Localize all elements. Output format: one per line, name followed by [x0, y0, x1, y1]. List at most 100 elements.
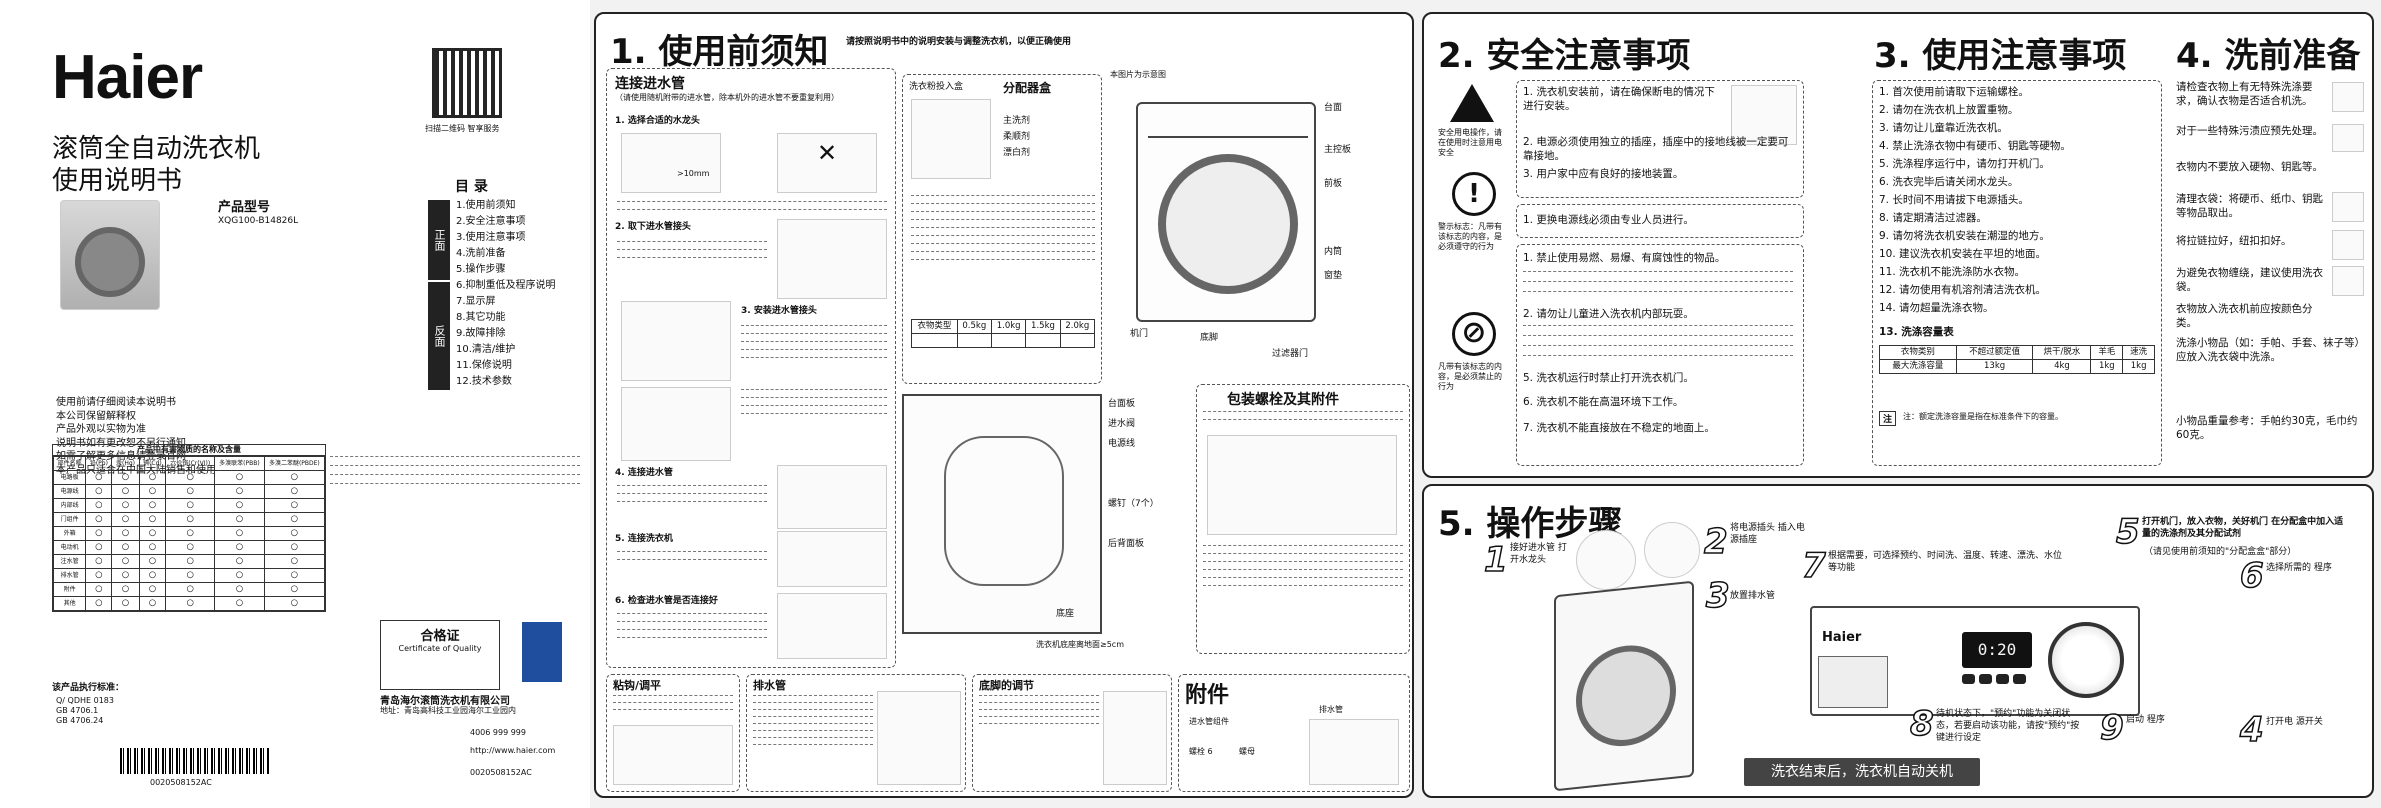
usage-item: 2. 请勿在洗衣机上放置重物。: [1879, 104, 2019, 116]
toc-item[interactable]: 8.其它功能: [456, 312, 506, 323]
label-icon: [2332, 82, 2364, 112]
section1-panel: 1. 使用前须知 请按照说明书中的说明安装与调整洗衣机，以便正确使用 连接进水管…: [594, 12, 1414, 798]
step3: 3. 安装进水管接头: [741, 306, 817, 316]
qr-code: [432, 48, 502, 118]
toc-item[interactable]: 6.抑制重低及程序说明: [456, 280, 556, 291]
panel-button[interactable]: [1996, 674, 2009, 684]
dispenser-title: 分配器盒: [1003, 81, 1052, 95]
rear-label: 进水阀: [1108, 419, 1136, 429]
hazard-title: 产品中有害物质的名称及含量: [53, 445, 325, 456]
company-name: 青岛海尔滚筒洗衣机有限公司: [380, 696, 510, 707]
accessory-item: 排水管: [1319, 705, 1343, 714]
standard-item: GB 4706.1: [56, 706, 99, 715]
hazard-col: 部件名称: [52, 456, 87, 471]
capacity-table: 衣物类别 不超过额定值 烘干/脱水 羊毛 速洗 最大洗涤容量 13kg 4kg …: [1879, 345, 2155, 374]
prep-item: 对于一些特殊污渍应预先处理。: [2176, 125, 2323, 137]
step-text: 启动 程序: [2126, 715, 2165, 725]
plug-illustration: [1731, 85, 1797, 145]
panel-button[interactable]: [1979, 674, 1992, 684]
barcode: [120, 748, 270, 774]
accessories-illustration: [1309, 719, 1399, 785]
must-text: 警示标志：凡带有该标志的内容，是必须遵守的行为: [1438, 222, 1502, 251]
panel-button[interactable]: [2013, 674, 2026, 684]
product-code: 0020508152AC: [470, 768, 532, 777]
standard-item: Q/ QDHE 0183: [56, 696, 114, 705]
usage-item: 8. 请定期清洁过滤器。: [1879, 212, 1987, 224]
note-badge: 注: [1879, 411, 1897, 426]
connector-parts-illustration: [621, 301, 731, 381]
hazard-col: 六价铬(Cr(VI)): [165, 456, 216, 471]
cover-panel: Haier 滚筒全自动洗衣机 使用说明书 产品型号 XQG100-B14826L…: [0, 0, 590, 808]
hazard-col: 多溴二苯醚(PBDE): [263, 456, 326, 471]
prep-item: 小物品重量参考：手帕约30克，毛巾约60克。: [2176, 415, 2358, 441]
panel-button[interactable]: [1962, 674, 1975, 684]
hazard-row: 附件: [52, 582, 87, 597]
bolts-box: 包装螺栓及其附件: [1196, 384, 1410, 654]
toc-item[interactable]: 10.清洁/维护: [456, 344, 516, 355]
toc-item[interactable]: 1.使用前须知: [456, 200, 516, 211]
usage-item: 1. 首次使用前请取下运输螺栓。: [1879, 86, 2029, 98]
hazard-row: 电源线: [52, 484, 87, 499]
leveling-illustration: [613, 725, 733, 785]
toc-item[interactable]: 12.技术参数: [456, 376, 512, 387]
connect-hose-illustration: [777, 465, 887, 529]
toc-item[interactable]: 3.使用注意事项: [456, 232, 526, 243]
amount-table: 衣物类型 0.5kg 1.0kg 1.5kg 2.0kg: [911, 319, 1096, 348]
toc-item[interactable]: 9.故障排除: [456, 328, 506, 339]
exclamation-icon: !: [1452, 172, 1496, 216]
section2-title: 2. 安全注意事项: [1438, 36, 1691, 76]
note-item: 说明书如有更改恕不另行通知: [56, 437, 186, 449]
note-item: 产品外观以实物为准: [56, 424, 146, 435]
hazard-col: 汞(Hg): [111, 456, 140, 471]
hazard-row: 内部线: [52, 498, 87, 513]
drawer: [1818, 656, 1888, 708]
check-hose-illustration: [777, 593, 887, 659]
model-number: XQG100-B14826L: [218, 216, 299, 226]
washer-front-illustration: [1136, 102, 1316, 322]
usage-item: 12. 请勿使用有机溶剂清洁洗衣机。: [1879, 284, 2047, 296]
part-label: 主控板: [1324, 145, 1352, 155]
step-text: 选择所需的 程序: [2266, 563, 2332, 573]
note-item: 使用前请仔细阅读本说明书: [56, 397, 176, 408]
step-number: 9: [2099, 707, 2124, 749]
hazard-col: 铅(Pb): [85, 456, 113, 471]
toc-item[interactable]: 11.保修说明: [456, 360, 512, 371]
feet-illustration: [1103, 691, 1167, 785]
prep-column: 请检查衣物上有无特殊洗涤要求，确认衣物是否适合机洗。 对于一些特殊污渍应预先处理…: [2176, 80, 2366, 470]
washer-step-illustration: [1554, 580, 1694, 792]
prep-item: 将拉链拉好，纽扣扣好。: [2176, 235, 2292, 247]
hazard-row: 注水管: [52, 554, 87, 569]
standard-title: 该产品执行标准：: [52, 683, 125, 693]
plug-step-illustration: [1644, 522, 1700, 578]
connector-illustration: [777, 219, 887, 299]
toc-item[interactable]: 7.显示屏: [456, 296, 496, 307]
program-knob[interactable]: [2048, 622, 2124, 698]
company-website[interactable]: http://www.haier.com: [470, 746, 556, 755]
usage-item: 6. 洗衣完毕后请关闭水龙头。: [1879, 176, 2019, 188]
toc-list: 1.使用前须知 2.安全注意事项 3.使用注意事项 4.洗前准备 5.操作步骤 …: [456, 198, 586, 390]
toc-title: 目 录: [455, 179, 488, 195]
step4: 4. 连接进水管: [615, 468, 673, 478]
toc-item[interactable]: 4.洗前准备: [456, 248, 506, 259]
section1-title: 1. 使用前须知: [610, 32, 829, 72]
rear-label: 底座: [1056, 609, 1075, 619]
amount-col: 0.5kg: [956, 319, 992, 334]
usage-item: 11. 洗衣机不能洗涤防水衣物。: [1879, 266, 2026, 278]
toc-item[interactable]: 5.操作步骤: [456, 264, 506, 275]
section3-title: 3. 使用注意事项: [1874, 36, 2127, 76]
bolts-title: 包装螺栓及其附件: [1227, 392, 1339, 408]
section4-title: 4. 洗前准备: [2176, 36, 2361, 76]
zipper-icon: [2332, 230, 2364, 260]
safety-item: 2. 请勿让儿童进入洗衣机内部玩耍。: [1523, 308, 1694, 320]
washer-rear-illustration: [902, 394, 1102, 634]
safety-item: 2. 电源必须使用独立的插座，插座中的接地线被一定要可靠接地。: [1523, 136, 1789, 162]
hazard-table-box: 产品中有害物质的名称及含量 部件名称 铅(Pb) 汞(Hg) 镉(Cd) 六价铬…: [52, 444, 326, 612]
drain-title: 排水管: [753, 679, 786, 692]
toc-item[interactable]: 2.安全注意事项: [456, 216, 526, 227]
dispenser-illustration: [911, 99, 991, 179]
manual-title: 使用说明书: [52, 166, 183, 196]
drain-box: 排水管: [746, 674, 966, 792]
install-connector-illustration: [621, 387, 731, 461]
part-label: 台面: [1324, 103, 1343, 113]
hazard-col: 多溴联苯(PBB): [214, 456, 265, 471]
